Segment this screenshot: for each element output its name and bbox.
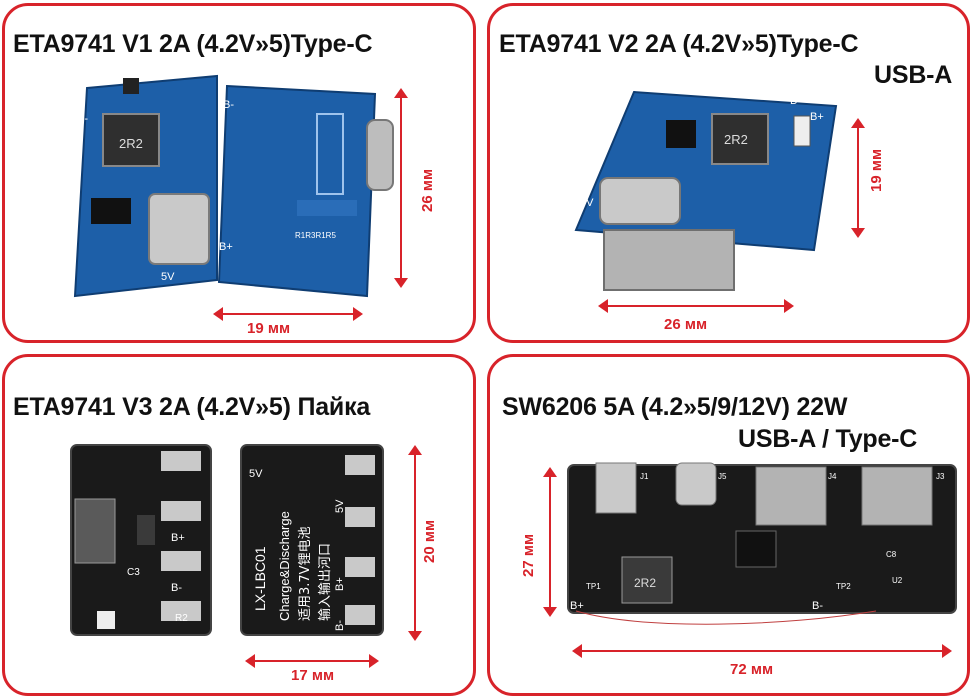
width-dimension-arrow xyxy=(572,644,952,658)
board-label: 适用3.7V锂电池 xyxy=(298,526,313,621)
height-dimension-label: 20 мм xyxy=(421,519,438,563)
board-label: LX-LBC01 xyxy=(252,546,268,611)
pcb-image-v3-front: B+ B- C3 R2 xyxy=(70,444,212,636)
panel-subtitle: USB-A / Type-C xyxy=(738,425,918,453)
height-dimension-arrow xyxy=(851,118,865,238)
board-label: R2 xyxy=(175,613,188,624)
panel-title: ETA9741 V1 2A (4.2V»5)Type-C xyxy=(13,30,373,58)
width-dimension-arrow xyxy=(213,307,363,321)
board-label: U2 xyxy=(892,576,903,585)
panel-title: ETA9741 V3 2A (4.2V»5) Пайка xyxy=(13,393,371,421)
board-label: 5V xyxy=(580,197,594,209)
height-dimension-label: 26 мм xyxy=(419,168,436,212)
board-label: Charge&Discharge xyxy=(277,511,292,621)
width-dimension-label: 19 мм xyxy=(247,320,291,337)
board-label: J4 xyxy=(828,472,837,481)
board-label: 5V xyxy=(161,271,175,283)
board-label: 输入输出河口 xyxy=(317,543,333,621)
board-label: 5V xyxy=(334,499,346,513)
width-dimension-arrow xyxy=(245,654,379,668)
board-label: B- xyxy=(171,582,182,594)
product-panel-sw6206: SW6206 5A (4.2»5/9/12V) 22W USB-A / Type… xyxy=(487,354,970,696)
board-label: TP1 xyxy=(586,582,601,591)
board-label: B+ xyxy=(810,111,824,123)
panel-title: SW6206 5A (4.2»5/9/12V) 22W xyxy=(502,393,848,421)
board-label: J5 xyxy=(718,472,727,481)
product-panel-v1: ETA9741 V1 2A (4.2V»5)Type-C 2R2 B- 5V B… xyxy=(2,3,476,343)
width-dimension-label: 17 мм xyxy=(291,667,335,684)
board-label: J1 xyxy=(640,472,649,481)
pcb-image-v2: 2R2 B- B+ 5V xyxy=(574,90,838,291)
board-label: B+ xyxy=(334,577,346,591)
panel-title: ETA9741 V2 2A (4.2V»5)Type-C xyxy=(499,30,859,58)
height-dimension-arrow xyxy=(394,88,408,288)
board-label: B- xyxy=(790,95,801,107)
board-label: 2R2 xyxy=(119,136,143,151)
height-dimension-label: 19 мм xyxy=(868,148,885,192)
product-panel-v3: ETA9741 V3 2A (4.2V»5) Пайка B+ B- C3 R2… xyxy=(2,354,476,696)
pcb-image-sw6206: 2R2 B+ B- J1 J5 J4 J3 TP1 TP2 U2 C8 xyxy=(567,462,957,625)
pcb-image-v3-back: 5V LX-LBC01 Charge&Discharge 适用3.7V锂电池 输… xyxy=(240,444,384,636)
board-label: B+ xyxy=(171,532,185,544)
board-label: B- xyxy=(77,113,88,125)
board-label: B- xyxy=(223,99,234,111)
board-label: B+ xyxy=(219,241,233,253)
width-dimension-label: 26 мм xyxy=(664,316,708,333)
product-panel-v2: ETA9741 V2 2A (4.2V»5)Type-C USB-A 2R2 B… xyxy=(487,3,970,343)
pcb-image-v1-front: 2R2 B- 5V xyxy=(73,74,218,298)
panel-subtitle: USB-A xyxy=(874,61,953,89)
board-label: B- xyxy=(812,600,823,612)
board-label: 5V xyxy=(249,468,263,480)
board-label: 2R2 xyxy=(634,576,656,590)
board-label: R1R3R1R5 xyxy=(295,231,336,240)
width-dimension-arrow xyxy=(598,299,794,313)
board-label: C3 xyxy=(127,567,140,578)
height-dimension-label: 27 мм xyxy=(520,533,537,577)
height-dimension-arrow xyxy=(543,467,557,617)
board-label: J3 xyxy=(936,472,945,481)
pcb-image-v1-back: B- B+ R1R3R1R5 xyxy=(217,84,394,298)
board-label: B- xyxy=(334,620,346,631)
board-label: TP2 xyxy=(836,582,851,591)
width-dimension-label: 72 мм xyxy=(730,661,774,678)
board-label: 2R2 xyxy=(724,132,748,147)
height-dimension-arrow xyxy=(408,445,422,641)
board-label: C8 xyxy=(886,550,897,559)
board-label: B+ xyxy=(570,600,584,612)
